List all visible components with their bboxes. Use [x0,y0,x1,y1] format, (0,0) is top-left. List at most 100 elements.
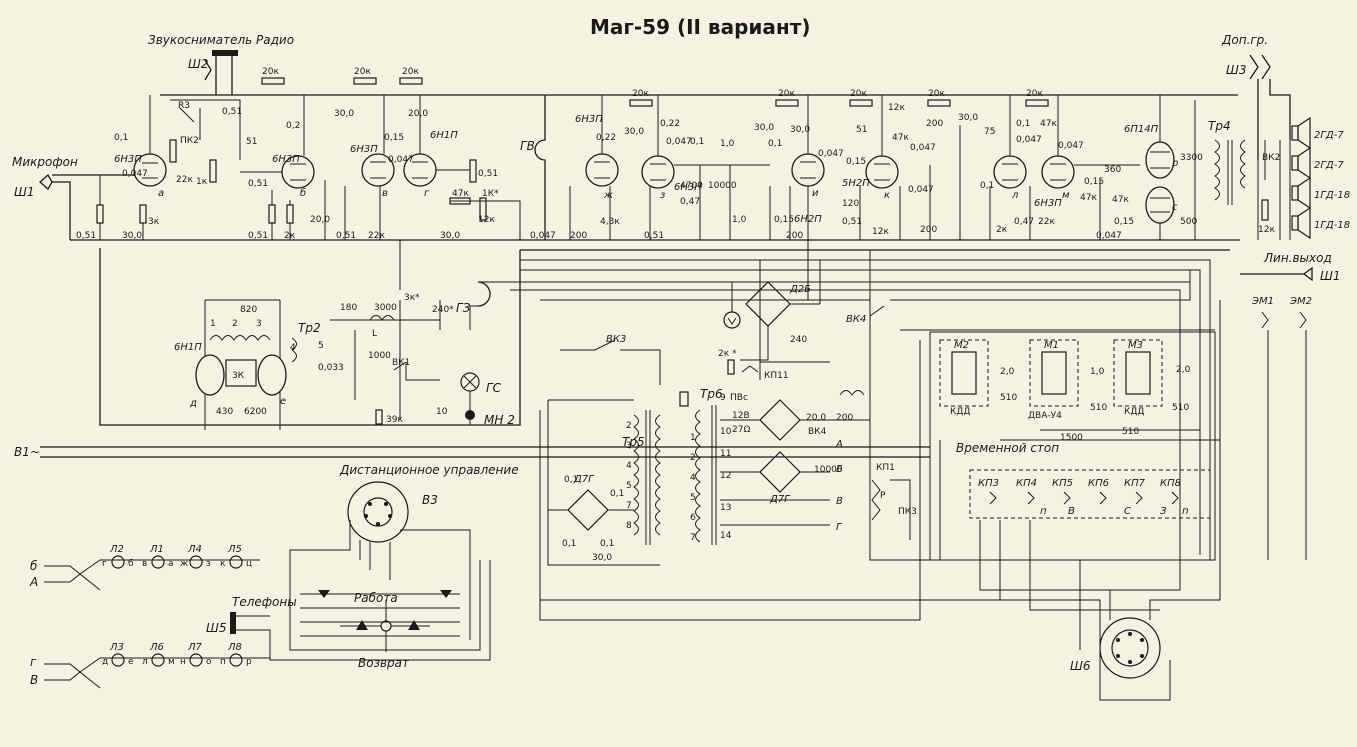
svg-text:ж: ж [180,559,188,569]
svg-text:0,1: 0,1 [1016,119,1030,129]
preamp-stage-3: 6Н3П 6Н1П в г 0,15 0,047 0,51 22к 30,0 2… [336,67,556,290]
svg-text:0,51: 0,51 [644,231,664,241]
svg-text:4: 4 [690,473,696,483]
svg-text:1,0: 1,0 [732,215,747,225]
svg-text:б: б [300,187,306,199]
svg-text:12: 12 [720,471,731,481]
svg-text:47к: 47к [1112,195,1129,205]
svg-text:20к: 20к [402,67,419,77]
svg-text:Д7Г: Д7Г [573,474,595,485]
output-stage: 6П14П р с 3300 500 Тр4 12к ВК2 [1124,95,1280,240]
svg-text:200: 200 [920,225,937,235]
svg-text:б: б [128,559,134,569]
svg-text:6Н3П: 6Н3П [1034,198,1062,209]
svg-text:10000: 10000 [708,181,737,191]
svg-text:30,0: 30,0 [334,109,354,119]
svg-text:4: 4 [290,343,296,353]
svg-text:47к: 47к [1080,193,1097,203]
svg-text:ц: ц [246,559,252,569]
svg-text:3к: 3к [148,217,160,227]
svg-text:0,51: 0,51 [336,231,356,241]
motor-panel: М2 КДД 2,0 510 М1 ДВА-У4 1,0 510 М3 КДД … [929,331,1216,650]
svg-text:0,1: 0,1 [690,137,704,147]
svg-text:л: л [142,657,148,667]
svg-text:Телефоны: Телефоны [232,595,297,609]
svg-text:0,15: 0,15 [384,133,404,143]
svg-text:ВК4: ВК4 [846,314,866,325]
svg-text:30,0: 30,0 [754,123,774,133]
svg-text:ПК2: ПК2 [180,136,199,146]
svg-text:КДД: КДД [950,407,970,417]
svg-text:1500: 1500 [1060,433,1083,443]
svg-text:~: ~ [30,445,40,459]
svg-text:0,15: 0,15 [846,157,866,167]
svg-text:10000: 10000 [814,465,843,475]
svg-text:Тр4: Тр4 [1208,119,1231,133]
tube-m [1041,155,1075,189]
output-tube-2 [1145,186,1175,224]
svg-text:л: л [1011,190,1019,201]
svg-text:510: 510 [1090,403,1107,413]
svg-text:с: с [1172,202,1178,213]
microphone-connector: Микрофон Ш1 [12,155,140,240]
svg-text:КП3: КП3 [978,478,999,489]
svg-text:6Н1П: 6Н1П [174,342,202,353]
tube-z [641,155,675,189]
svg-text:5Н2П: 5Н2П [842,178,870,189]
svg-text:В: В [1068,506,1075,517]
svg-text:510: 510 [1122,427,1139,437]
svg-text:10: 10 [720,427,732,437]
svg-text:20к: 20к [928,89,945,99]
svg-text:240*: 240* [432,305,454,315]
svg-text:3К: 3К [232,371,245,381]
svg-text:Л3: Л3 [109,642,124,653]
svg-text:ГЗ: ГЗ [456,301,471,315]
svg-text:м: м [168,657,175,667]
svg-text:4: 4 [626,461,632,471]
svg-text:2к *: 2к * [718,349,737,359]
svg-text:120: 120 [842,199,859,209]
svg-text:500: 500 [1180,217,1197,227]
indicator-and-stage-4: ГВ 6Н3П ж 0,22 200 4,3к 20к 30,0 6Н3Н з … [520,89,774,241]
svg-text:Б: Б [836,464,843,475]
tube-k [865,155,899,189]
svg-text:к: к [884,190,890,201]
svg-text:7: 7 [690,533,696,543]
motor-m3: М3 КДД 2,0 510 [1113,339,1191,417]
svg-text:0,1: 0,1 [980,181,994,191]
svg-text:1: 1 [690,433,696,443]
svg-text:5: 5 [318,341,324,351]
v1-input: В1 ~ [14,445,40,459]
svg-text:Работа: Работа [354,591,398,605]
svg-text:к: к [220,559,226,569]
svg-text:1к: 1к [196,177,208,187]
svg-text:2: 2 [626,421,632,431]
svg-text:0,51: 0,51 [222,107,242,117]
svg-text:3300: 3300 [1180,153,1203,163]
svg-text:ВК4: ВК4 [808,427,827,437]
svg-text:В1: В1 [14,445,30,459]
svg-text:20к: 20к [354,67,371,77]
svg-text:в: в [382,188,388,199]
svg-text:22к: 22к [176,175,193,185]
svg-text:0,15: 0,15 [1114,217,1134,227]
svg-text:1К*: 1К* [482,189,499,199]
svg-text:е: е [280,396,286,407]
svg-text:Ш5: Ш5 [206,621,226,635]
svg-text:ж: ж [603,190,613,201]
svg-text:0,15: 0,15 [1084,177,1104,187]
extra-speaker-connector: Доп.гр. Ш3 [1221,33,1291,160]
svg-text:з: з [660,190,665,201]
svg-text:2ГД-7: 2ГД-7 [1314,160,1344,171]
electromagnets: ЭМ1 ЭМ2 [1251,296,1312,560]
svg-text:0,047: 0,047 [910,143,936,153]
speaker-3: 1ГД-18 [1291,176,1350,210]
svg-text:р: р [246,657,252,667]
extra-speaker-label: Доп.гр. [1221,33,1268,47]
svg-text:20к: 20к [850,89,867,99]
svg-text:КП11: КП11 [764,371,789,381]
svg-text:3: 3 [256,319,262,329]
svg-text:30,0: 30,0 [790,125,810,135]
lamp-line-top: б А Л2 Л1 Л4 Л5 г б в а ж з к ц [29,544,260,591]
svg-text:6П14П: 6П14П [1124,124,1159,135]
